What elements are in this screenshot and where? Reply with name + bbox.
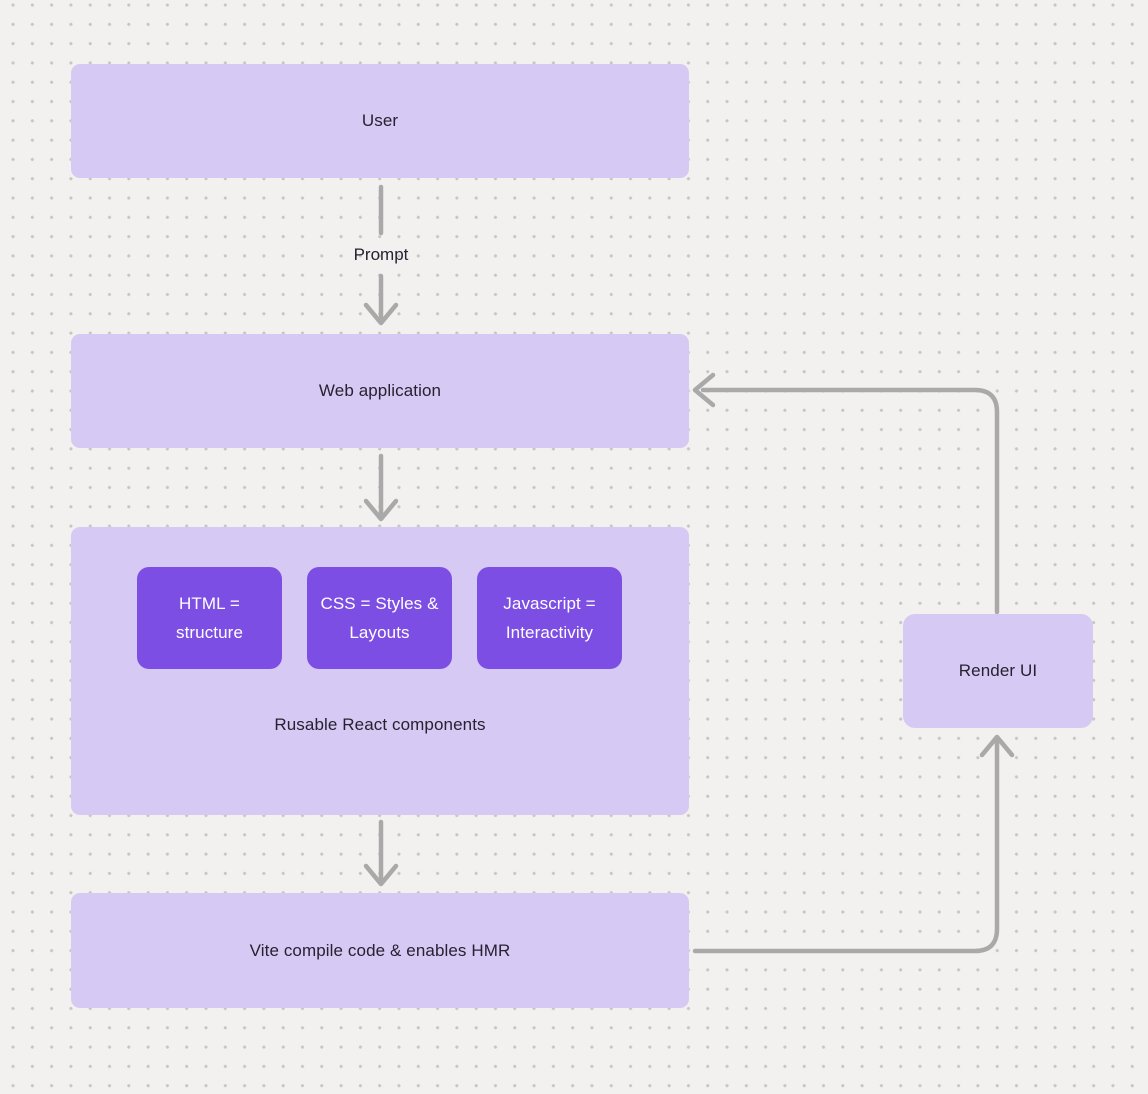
node-user-label: User bbox=[361, 111, 399, 130]
node-html[interactable]: HTML = structure bbox=[137, 567, 282, 669]
node-components-group[interactable]: HTML = structure CSS = Styles & Layouts … bbox=[71, 527, 689, 815]
connector-group-to-vite bbox=[363, 819, 399, 887]
node-web-application[interactable]: Web application bbox=[71, 334, 689, 448]
edge-label-prompt: Prompt bbox=[353, 245, 409, 264]
node-render-ui-label: Render UI bbox=[958, 661, 1038, 680]
node-vite[interactable]: Vite compile code & enables HMR bbox=[71, 893, 689, 1008]
node-css[interactable]: CSS = Styles & Layouts bbox=[307, 567, 452, 669]
node-web-application-label: Web application bbox=[318, 381, 442, 400]
node-user[interactable]: User bbox=[71, 64, 689, 178]
node-javascript-label: Javascript = Interactivity bbox=[503, 594, 596, 642]
node-vite-label: Vite compile code & enables HMR bbox=[249, 940, 511, 960]
connector-renderui-to-webapp bbox=[692, 372, 1000, 615]
node-html-label: HTML = structure bbox=[175, 594, 244, 642]
connector-webapp-to-group bbox=[363, 453, 399, 522]
node-javascript[interactable]: Javascript = Interactivity bbox=[477, 567, 622, 669]
node-css-label: CSS = Styles & Layouts bbox=[320, 594, 439, 642]
node-render-ui[interactable]: Render UI bbox=[903, 614, 1093, 728]
connector-vite-to-renderui bbox=[692, 734, 1015, 954]
connector-user-to-webapp bbox=[363, 184, 399, 326]
node-components-group-label: Rusable React components bbox=[274, 715, 486, 734]
